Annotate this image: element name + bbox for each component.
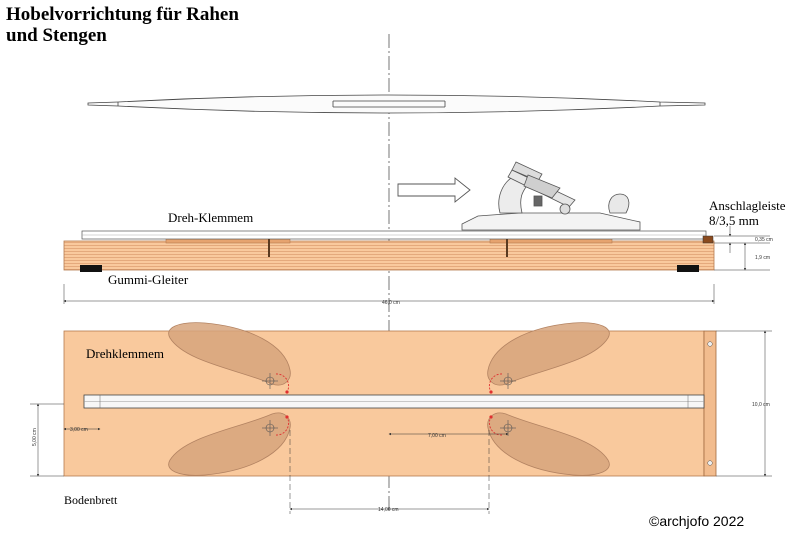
copyright-text: ©archjofo 2022 (649, 513, 745, 529)
glider-right (677, 265, 699, 272)
pivot-markers (262, 373, 516, 436)
side-pin-left (268, 239, 270, 257)
stop-strip-top (703, 330, 717, 477)
label-stop-strip-1: Anschlagleiste (709, 198, 786, 213)
label-clamps-top: Drehklemmem (86, 346, 164, 361)
dim-board-width: 10,0 cm (752, 402, 770, 408)
dim-clamp-spacing: 14,00 cm (378, 507, 399, 513)
glider-left (80, 265, 102, 272)
dim-clamp-offset: 7,00 cm (428, 433, 446, 439)
side-stop-strip (702, 235, 714, 244)
title-line-2: und Stengen (6, 25, 107, 46)
dim-strip-width: 5,00 cm (32, 428, 38, 446)
spar-top-view (87, 94, 706, 114)
dim-total-length: 46,0 cm (382, 300, 400, 306)
side-base-board (63, 240, 715, 271)
hand-plane-icon (461, 161, 641, 231)
dim-edge-offset: 3,00 cm (70, 427, 88, 433)
side-view (63, 230, 715, 272)
label-stop-strip-2: 8/3,5 mm (709, 213, 759, 228)
label-clamp-side: Dreh-Klemmem (168, 210, 254, 225)
title-line-1: Hobelvorrichtung für Rahen (6, 4, 239, 25)
side-pin-right (506, 239, 508, 257)
dim-board-thickness: 1,9 cm (755, 255, 770, 261)
label-rubber-glider: Gummi-Gleiter (108, 272, 189, 287)
plane-direction-arrow (397, 177, 471, 203)
rotation-points (285, 390, 493, 419)
top-dimension-lines (30, 330, 772, 514)
top-view (63, 322, 717, 477)
rotary-clamps (168, 322, 610, 476)
side-dimension-lines (63, 226, 770, 304)
label-base-board: Bodenbrett (64, 493, 118, 507)
dim-strip-thickness: 0,35 cm (755, 237, 773, 243)
page-title: Hobelvorrichtung für Rahen und Stengen (6, 4, 239, 46)
